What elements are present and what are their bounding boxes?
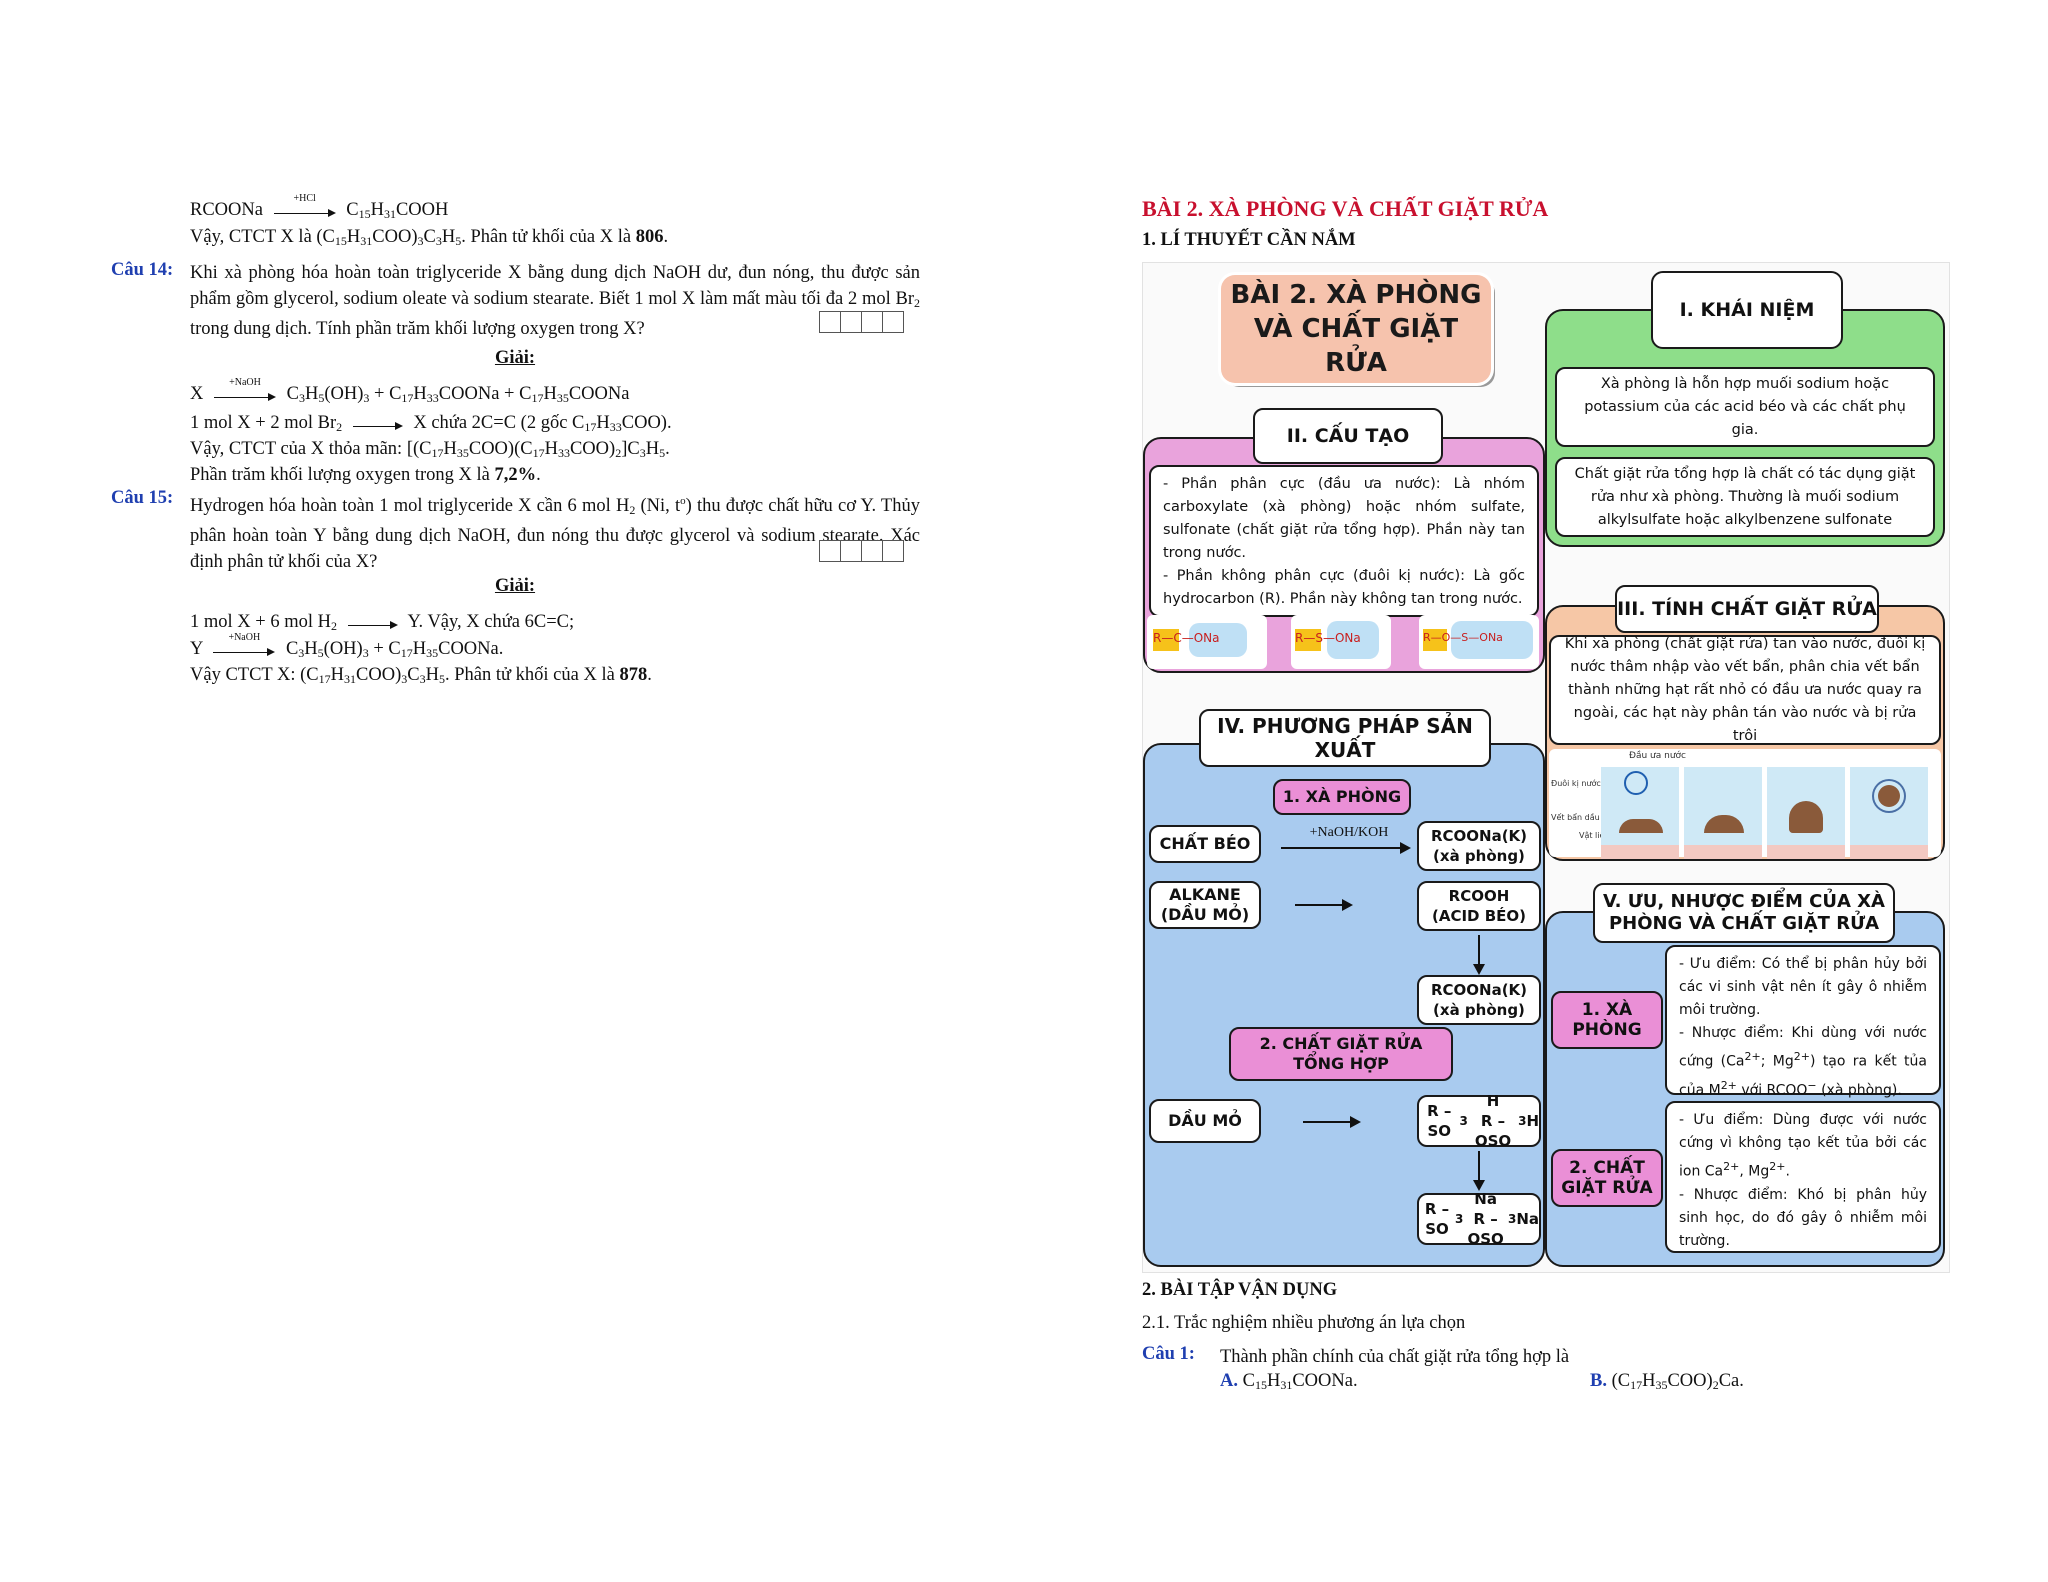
reaction-arrow: +NaOH [213,632,276,657]
question-1-label: Câu 1: [1142,1344,1195,1364]
reaction-arrow: +HCl [273,193,336,218]
label-detergent: 2. CHẤT GIẶT RỬA [1551,1149,1663,1207]
reaction-arrow [347,616,398,630]
node-alkane: ALKANE (DẦU MỎ) [1149,881,1261,929]
question-1-text: Thành phần chính của chất giặt rửa tổng … [1220,1347,1570,1367]
structure-14: Vậy, CTCT của X thỏa mãn: [(C17H35COO)(C… [190,439,670,460]
node-petroleum: DẦU MỎ [1149,1099,1261,1143]
subsection-mcq: 2.1. Trắc nghiệm nhiều phương án lựa chọ… [1142,1313,1466,1333]
concept-soap: Xà phòng là hỗn hợp muối sodium hoặc pot… [1555,367,1935,447]
header-concept: I. KHÁI NIỆM [1651,271,1843,349]
chip-sulfonate: R—S—ONa [1291,615,1391,669]
header-properties: III. TÍNH CHẤT GIẶT RỬA [1615,585,1879,633]
reaction-line-1: RCOONa +HCl C15H31COOH [190,192,449,221]
arrow-oxidation [1295,899,1353,911]
sub-soap: 1. XÀ PHÒNG [1273,779,1411,815]
pros-cons-soap: - Ưu điểm: Có thể bị phân hủy bởi các vi… [1665,945,1941,1098]
equation-15-2: Y +NaOH C3H5(OH)3 + C17H35COONa. [190,631,504,660]
header-production: IV. PHƯƠNG PHÁP SẢN XUẤT [1199,709,1491,767]
cleaning-diagram: Đầu ưa nước Đuôi kị nước Vết bẩn dầu mỡ … [1549,749,1941,859]
arrow-label-naoh: +NaOH/KOH [1309,825,1389,840]
concept-detergent: Chất giặt rửa tổng hợp là chất có tác dụ… [1555,457,1935,537]
infographic: BÀI 2. XÀ PHÒNG VÀ CHẤT GIẶT RỬA I. KHÁI… [1142,262,1950,1273]
infographic-title: BÀI 2. XÀ PHÒNG VÀ CHẤT GIẶT RỬA [1221,275,1491,383]
sub-detergent: 2. CHẤT GIẶT RỬA TỔNG HỢP [1229,1027,1453,1081]
answer-boxes-15[interactable] [819,540,904,562]
node-soap-1: RCOONa(K) (xà phòng) [1417,821,1541,871]
chip-sulfate: R—O—S—ONa [1419,615,1539,669]
header-pros-cons: V. ƯU, NHƯỢC ĐIỂM CỦA XÀ PHÒNG VÀ CHẤT G… [1593,883,1895,943]
label-soap: 1. XÀ PHÒNG [1551,991,1663,1049]
option-b[interactable]: B. (C17H35COO)2Ca. [1590,1371,1744,1392]
question-14-text: Khi xà phòng hóa hoàn toàn triglyceride … [190,263,920,339]
arrow-sulfonation [1303,1116,1361,1128]
solution-title-14: Giải: [494,348,536,368]
arrow-saponification [1281,842,1411,854]
node-soap-2: RCOONa(K) (xà phòng) [1417,975,1541,1025]
equation-14-2: 1 mol X + 2 mol Br2 X chứa 2C=C (2 gốc C… [190,413,672,434]
question-15-label: Câu 15: [111,488,174,508]
properties-text: Khi xà phòng (chất giặt rửa) tan vào nướ… [1549,635,1941,745]
node-fatty-acid: RCOOH (ACID BÉO) [1417,881,1541,931]
chip-carboxylate: R—C—ONa [1147,615,1267,669]
arrow-neutralize-2 [1473,1151,1485,1191]
equation-14-1: X +NaOH C3H5(OH)3 + C17H33COONa + C17H35… [190,376,630,405]
equation-15-1: 1 mol X + 6 mol H2 Y. Vậy, X chứa 6C=C; [190,612,575,633]
header-structure: II. CẤU TẠO [1253,408,1443,464]
question-14-label: Câu 14: [111,260,174,280]
solution-title-15: Giải: [494,576,536,596]
structure-text: - Phần phân cực (đầu ưa nước): Là nhóm c… [1149,465,1539,617]
answer-14: Phần trăm khối lượng oxygen trong X là 7… [190,465,541,485]
answer-15: Vậy CTCT X: (C17H31COO)3C3H5. Phân tử kh… [190,665,652,686]
section-exercises: 2. BÀI TẬP VẬN DỤNG [1142,1280,1338,1300]
reaction-product: C15H31COOH [346,200,449,221]
question-15-text: Hydrogen hóa hoàn toàn 1 mol triglycerid… [190,495,920,573]
reaction-arrow: +NaOH [214,377,276,402]
lesson-title: BÀI 2. XÀ PHÒNG VÀ CHẤT GIẶT RỬA [1142,196,1549,221]
conclusion-line: Vậy, CTCT X là (C15H31COO)3C3H5. Phân tử… [190,227,669,248]
arrow-neutralize [1473,935,1485,975]
answer-boxes-14[interactable] [819,311,904,333]
section-theory: 1. LÍ THUYẾT CẦN NẮM [1142,230,1356,250]
node-fat: CHẤT BÉO [1149,825,1261,863]
pros-cons-detergent: - Ưu điểm: Dùng được với nước cứng vì kh… [1665,1101,1941,1253]
reaction-arrow [352,417,403,431]
option-a[interactable]: A. C15H31COONa. [1220,1371,1358,1392]
